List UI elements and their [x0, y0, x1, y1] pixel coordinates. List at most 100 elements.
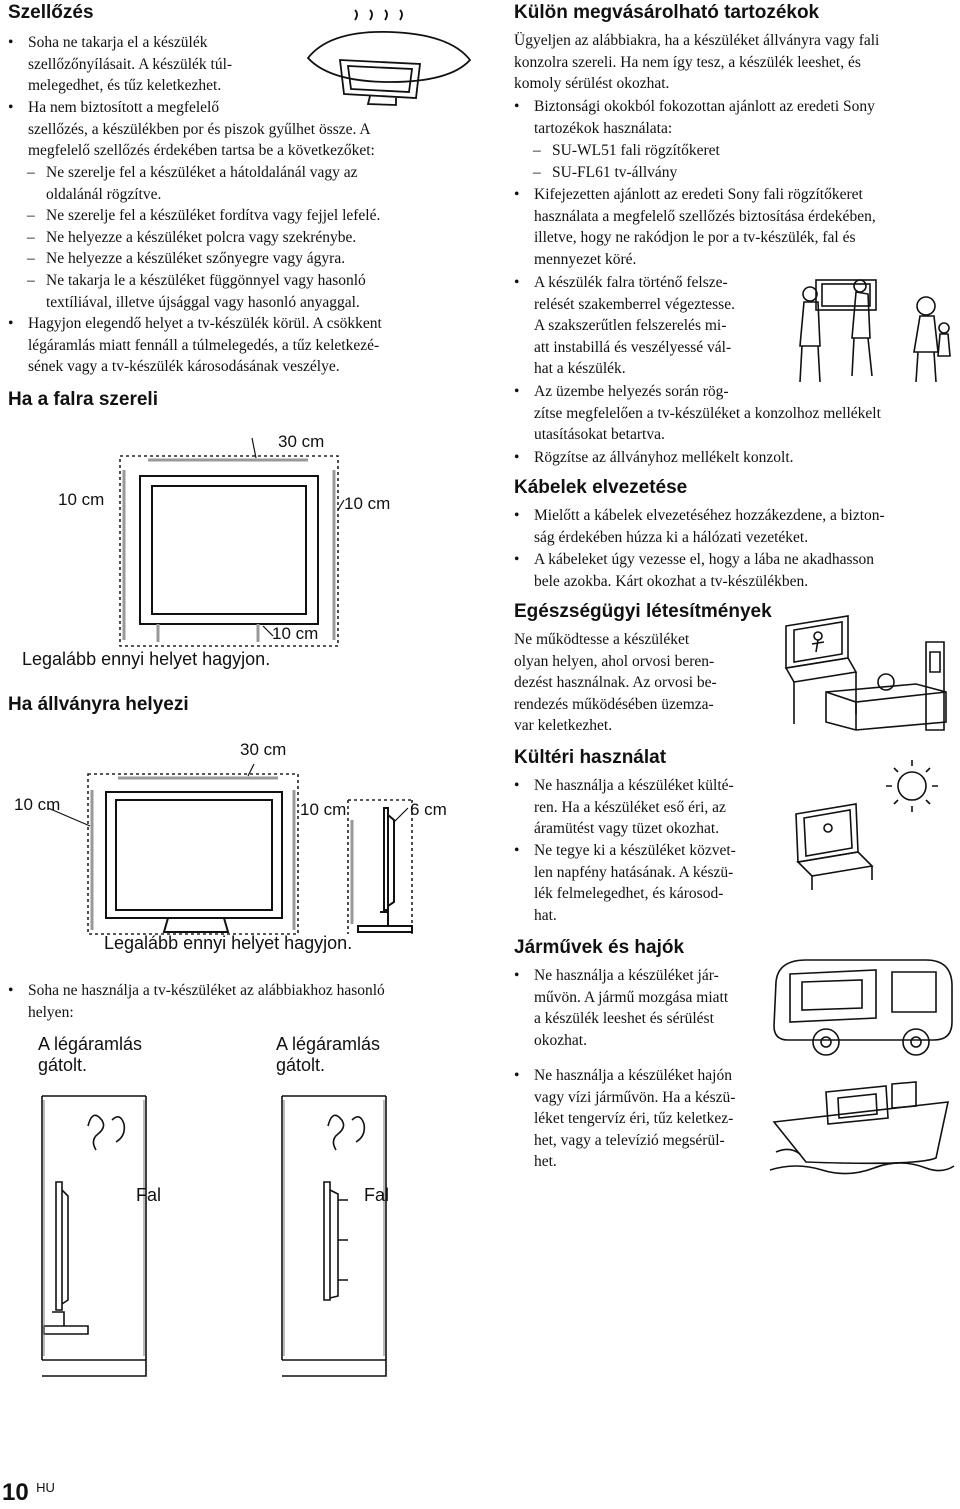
dash-mark: –	[27, 207, 35, 224]
text-line: Rögzítse az állványhoz mellékelt konzolt…	[534, 449, 794, 466]
text-line: Ne helyezze a készüléket polcra vagy sze…	[46, 229, 357, 246]
text-line: áramütést vagy tüzet okozhat.	[534, 820, 720, 838]
text-line: rendezés működésében üzemza-	[514, 695, 714, 713]
text-line: att instabillá és veszélyessé vál-	[534, 338, 732, 356]
text-line: lék felmelegedhet, és károsod-	[534, 885, 724, 903]
bullet-mark: •	[514, 1067, 520, 1084]
section-title-cables: Kábelek elvezetése	[514, 477, 688, 498]
bullet-mark: •	[514, 383, 520, 400]
text-line: olyan helyen, ahol orvosi beren-	[514, 652, 715, 670]
dash-mark: –	[533, 164, 541, 181]
bullet-mark: •	[514, 842, 520, 859]
list-item: • Ne használja a készüléket külté- ren. …	[514, 775, 774, 840]
bullet-mark: •	[514, 98, 520, 115]
enclosed-tv-illustration-1	[41, 1095, 147, 1377]
text-line: légáramlás miatt fennáll a túlmelegedés,…	[28, 336, 380, 354]
text-line: var keletkezhet.	[514, 717, 613, 735]
text-line: léket tengervíz éri, tűz keletkez-	[534, 1110, 734, 1128]
list-item: • Hagyjon elegendő helyet a tv-készülék …	[8, 313, 478, 378]
list-item: • Ha nem biztosított a megfelelő szellőz…	[8, 97, 478, 162]
text-line: mennyezet köré.	[534, 250, 637, 268]
text-line: hat a készülék.	[534, 360, 626, 378]
text-line: szellőzőnyílásait. A készülék túl-	[28, 55, 233, 73]
list-item: – Ne helyezze a készüléket polcra vagy s…	[27, 227, 357, 249]
text-line: textíliával, illetve újsággal vagy hason…	[46, 293, 360, 311]
bullet-mark: •	[514, 449, 520, 466]
text-line: Ne helyezze a készüléket szőnyegre vagy …	[46, 250, 346, 267]
list-item: • Az üzembe helyezés során rög- zítse me…	[514, 381, 954, 446]
text-line: melegedhet, és tűz keletkezhet.	[28, 77, 222, 95]
wall-right-label: 10 cm	[344, 494, 391, 513]
bullet-mark: •	[514, 551, 520, 568]
bullet-mark: •	[514, 967, 520, 984]
bullet-mark: •	[514, 777, 520, 794]
text-line: Mielőtt a kábelek elvezetéséhez hozzákez…	[534, 507, 885, 524]
text-line: gátolt.	[276, 1055, 326, 1075]
text-line: ren. Ha a készüléket eső éri, az	[534, 798, 726, 816]
section-title-ventilation: Szellőzés	[8, 2, 94, 23]
blocked-airflow-label-2: A légáramlás gátolt.	[276, 1034, 380, 1076]
text-line: Soha ne használja a tv-készüléket az alá…	[28, 982, 385, 999]
list-item: – Ne szerelje fel a készüléket fordítva …	[27, 205, 381, 227]
wall-label-1: Fal	[136, 1185, 162, 1205]
list-item: • Soha ne használja a tv-készüléket az a…	[8, 980, 478, 1023]
bullet-mark: •	[514, 507, 520, 524]
text-line: bele azokba. Kárt okozhat a tv-készülékb…	[534, 572, 809, 590]
text-line: A szakszerűtlen felszerelés mi-	[534, 317, 727, 335]
blocked-airflow-label-1: A légáramlás gátolt.	[38, 1034, 142, 1076]
text-line: zítse megfelelően a tv-készüléket a konz…	[534, 404, 881, 422]
text-line: dezést használnak. Az orvosi be-	[514, 674, 717, 692]
bullet-mark: •	[8, 315, 14, 332]
text-line: Ne szerelje fel a készüléket a hátoldalá…	[46, 164, 358, 181]
stand-caption: Legalább ennyi helyet hagyjon.	[104, 933, 353, 953]
hospital-illustration	[784, 615, 947, 731]
list-item: • Mielőtt a kábelek elvezetéséhez hozzák…	[514, 505, 954, 548]
stand-right-label: 10 cm	[300, 800, 347, 819]
text-line: oldalánál rögzítve.	[46, 185, 162, 203]
wall-caption: Legalább ennyi helyet hagyjon.	[22, 649, 271, 669]
text-line: A készülék falra történő felsze-	[534, 274, 728, 291]
page-footer: 10 HU	[2, 1479, 55, 1507]
wall-left-label: 10 cm	[58, 490, 105, 509]
text-line: okozhat.	[534, 1031, 587, 1049]
paragraph: Ne működtesse a készüléket olyan helyen,…	[514, 629, 754, 737]
text-line: relését szakemberrel végeztesse.	[534, 295, 735, 313]
text-line: komoly sérülést okozhat.	[514, 75, 670, 93]
text-line: a készülék leeshet és sérülést	[534, 1010, 714, 1028]
text-line: len napfény hatásának. A készü-	[534, 863, 734, 881]
stand-side-label: 6 cm	[410, 800, 447, 819]
text-line: utasításokat betartva.	[534, 426, 665, 444]
text-line: het, vagy a televízió megsérül-	[534, 1131, 725, 1149]
wall-clearance-diagram	[119, 437, 345, 647]
dash-mark: –	[533, 142, 541, 159]
text-line: Ne használja a készüléket jár-	[534, 967, 719, 984]
outdoor-sun-illustration	[795, 760, 938, 890]
text-line: Ne szerelje fel a készüléket fordítva va…	[46, 207, 381, 224]
text-line: Ne tegye ki a készüléket közvet-	[534, 842, 736, 859]
list-item: – Ne takarja le a készüléket függönnyel …	[27, 270, 366, 313]
text-line: SU-WL51 fali rögzítőkeret	[552, 142, 720, 159]
dash-mark: –	[27, 229, 35, 246]
stand-clearance-diagram	[47, 763, 413, 935]
text-line: A légáramlás	[276, 1034, 381, 1054]
bullet-mark: •	[8, 982, 14, 999]
installer-illustration	[799, 279, 951, 383]
list-item: • Biztonsági okokból fokozottan ajánlott…	[514, 96, 954, 139]
text-line: gátolt.	[38, 1055, 88, 1075]
text-line: használata a megfelelő szellőzés biztosí…	[534, 207, 876, 225]
dash-mark: –	[27, 164, 35, 181]
wall-bottom-label: 10 cm	[272, 624, 319, 643]
section-title-outdoor: Kültéri használat	[514, 747, 667, 768]
list-item: • Rögzítse az állványhoz mellékelt konzo…	[514, 447, 954, 469]
text-line: hat.	[534, 906, 557, 924]
bullet-mark: •	[514, 186, 520, 203]
text-line: megfelelő szellőzés érdekében tartsa be …	[28, 142, 375, 160]
section-title-vehicles: Járművek és hajók	[514, 937, 685, 958]
covered-tv-illustration	[306, 9, 472, 106]
list-item: – Ne helyezze a készüléket szőnyegre vag…	[27, 248, 346, 270]
text-line: művön. A jármű mozgása miatt	[534, 988, 729, 1006]
section-title-health: Egészségügyi létesítmények	[514, 601, 772, 622]
list-item: • Soha ne takarja el a készülék szellőző…	[8, 32, 328, 97]
text-line: het.	[534, 1153, 557, 1171]
section-title-wall-mount: Ha a falra szereli	[8, 389, 158, 410]
